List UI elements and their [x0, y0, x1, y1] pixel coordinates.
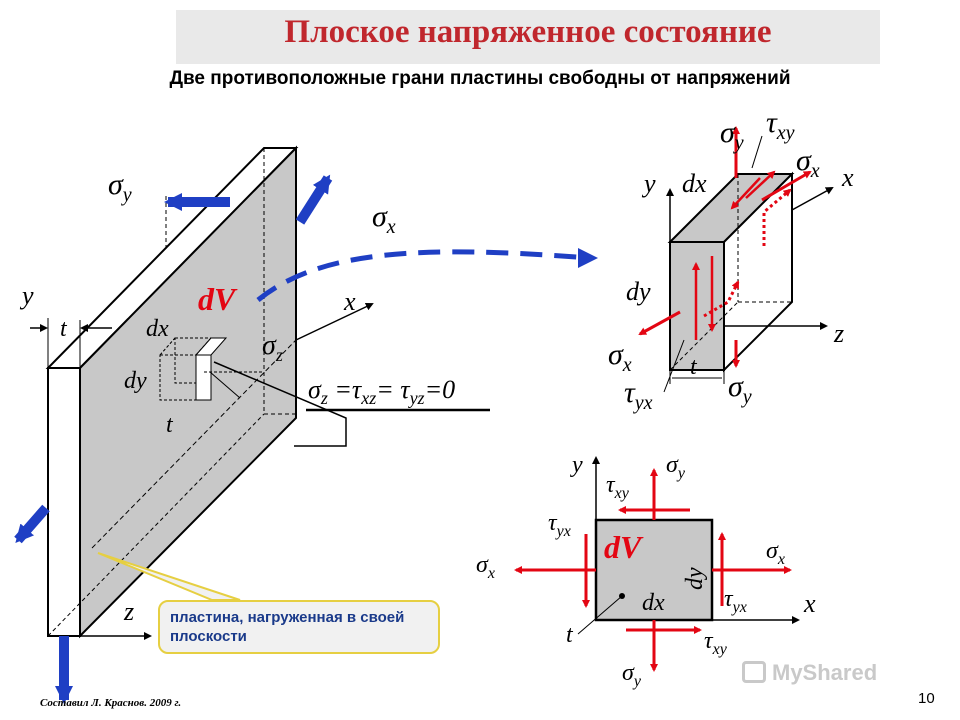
author-credit: Составил Л. Краснов. 2009 г. [40, 697, 182, 709]
label-tau-yx-cube: τyx [624, 376, 653, 414]
plate-x-axis [295, 302, 374, 341]
label-sigma-x-2d-right: σx [766, 538, 785, 568]
label-dx-cube: dx [682, 169, 707, 198]
label-sigma-x-left: σx [372, 200, 396, 238]
plate-front-edge [47, 367, 81, 637]
equation-zero-stresses: σz =τxz= τyz=0 [308, 375, 455, 408]
label-dy-cube: dy [626, 277, 651, 306]
watermark-text: MyShared [772, 660, 878, 685]
plate-3d [45, 145, 299, 639]
page-title: Плоское напряженное состояние [284, 14, 772, 50]
label-sigma-x-2d-left: σx [476, 552, 495, 582]
label-axis-y-left: y [19, 281, 34, 310]
label-axis-x-2d: x [803, 589, 816, 618]
label-t-2d: t [566, 622, 574, 648]
label-axis-z-cube: z [833, 319, 844, 348]
label-axis-y-cube: y [641, 169, 656, 198]
watermark-logo-icon [742, 661, 766, 683]
label-axis-x-cube: x [841, 163, 854, 192]
label-tau-yx-2d-right: τyx [724, 586, 747, 616]
label-sigma-y-cube-top: σy [720, 116, 744, 154]
sigma-x-blue-arrow-bottom [14, 504, 50, 544]
label-tau-xy-2d-bottom: τxy [704, 628, 728, 658]
label-t-cube: t [690, 354, 698, 380]
label-tau-xy-2d-top: τxy [606, 472, 630, 502]
cube-element [666, 171, 834, 384]
label-t-small: t [166, 412, 174, 438]
sigma-x-blue-arrow-top [295, 174, 333, 225]
label-dy-2d: dy [682, 567, 708, 590]
label-sigma-y-left: σy [108, 168, 132, 206]
label-axis-z-left: z [123, 597, 134, 626]
label-sigma-x-cube-right: σx [796, 144, 820, 182]
page-subtitle: Две противоположные грани пластины свобо… [169, 68, 791, 89]
label-tau-xy-cube: τxy [766, 106, 795, 144]
label-dV-2d: dV [604, 529, 644, 565]
title-background [176, 10, 880, 64]
label-t-left: t [60, 316, 68, 342]
label-sigma-y-2d-top: σy [666, 452, 686, 482]
label-dx-left: dx [146, 316, 169, 342]
page-number: 10 [918, 690, 935, 707]
small-element [159, 337, 262, 401]
label-sigma-y-2d-bottom: σy [622, 660, 642, 690]
label-tau-yx-2d-left: τyx [548, 510, 571, 540]
label-sigma-x-cube-left: σx [608, 338, 632, 376]
label-dy-left: dy [124, 368, 147, 394]
label-dx-2d: dx [642, 590, 665, 616]
label-sigma-z: σz [262, 330, 283, 365]
callout-box: пластина, нагруженная в своей плоскости [158, 600, 440, 654]
transfer-arrow [256, 249, 591, 302]
label-axis-x-left: x [343, 287, 356, 316]
label-axis-y-2d: y [570, 452, 583, 478]
label-dV-left: dV [198, 281, 238, 317]
label-sigma-y-cube-bottom: σy [728, 370, 752, 408]
